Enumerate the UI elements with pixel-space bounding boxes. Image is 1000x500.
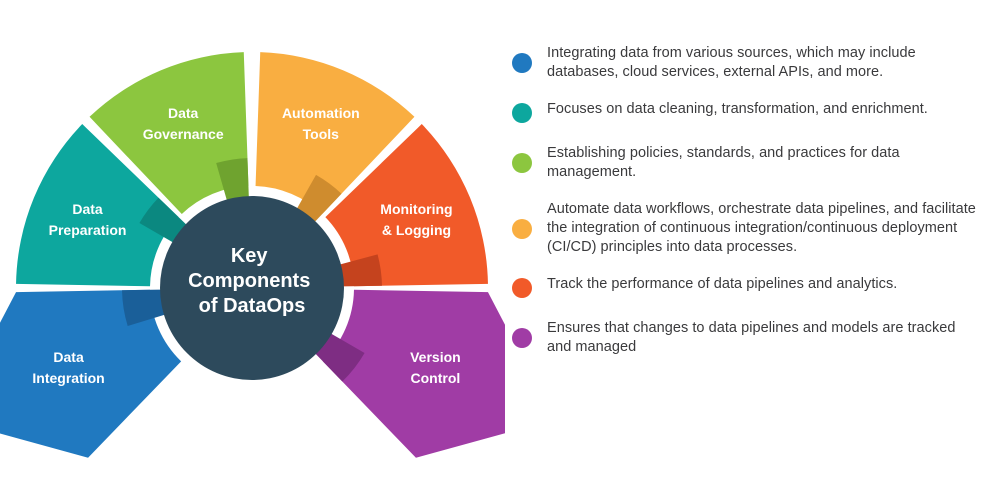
segment-body-data-governance	[89, 52, 249, 215]
legend-item-text: Establishing policies, standards, and pr…	[547, 145, 900, 180]
bullet-icon-data-governance	[512, 153, 532, 173]
segment-shadow-data-integration	[122, 289, 173, 327]
legend-item-automation-tools[interactable]: Automate data workflows, orchestrate dat…	[505, 200, 1000, 257]
bullet-icon-monitoring-logging	[512, 278, 532, 298]
segment-shadow-monitoring-logging	[332, 254, 382, 287]
bullet-icon-version-control	[512, 328, 532, 348]
segment-body-automation-tools	[255, 52, 415, 215]
hub-circle[interactable]: Key Components of DataOps	[160, 196, 344, 380]
legend-item-text: Track the performance of data pipelines …	[547, 276, 898, 292]
bullet-icon-data-integration	[512, 53, 532, 73]
segment-body-monitoring-logging	[325, 124, 488, 287]
legend-item-text: Automate data workflows, orchestrate dat…	[547, 201, 976, 255]
bullet-icon-data-preparation	[512, 103, 532, 123]
legend-item-data-governance[interactable]: Establishing policies, standards, and pr…	[505, 144, 1000, 182]
segment-body-data-preparation	[16, 124, 179, 287]
bullet-icon-automation-tools	[512, 218, 532, 239]
legend-list: Integrating data from various sources, w…	[505, 44, 1000, 464]
segment-body-data-integration	[0, 289, 182, 458]
legend-item-data-preparation[interactable]: Focuses on data cleaning, transformation…	[505, 100, 1000, 126]
segment-shadow-data-governance	[216, 158, 250, 208]
hub-circle-shape	[160, 196, 344, 380]
legend-item-text: Integrating data from various sources, w…	[547, 45, 916, 80]
legend-item-monitoring-logging[interactable]: Track the performance of data pipelines …	[505, 275, 1000, 301]
legend-item-text: Ensures that changes to data pipelines a…	[547, 320, 956, 355]
segment-body-version-control	[322, 289, 505, 458]
legend-item-version-control[interactable]: Ensures that changes to data pipelines a…	[505, 319, 1000, 357]
legend-item-data-integration[interactable]: Integrating data from various sources, w…	[505, 44, 1000, 82]
legend-item-text: Focuses on data cleaning, transformation…	[547, 101, 928, 117]
